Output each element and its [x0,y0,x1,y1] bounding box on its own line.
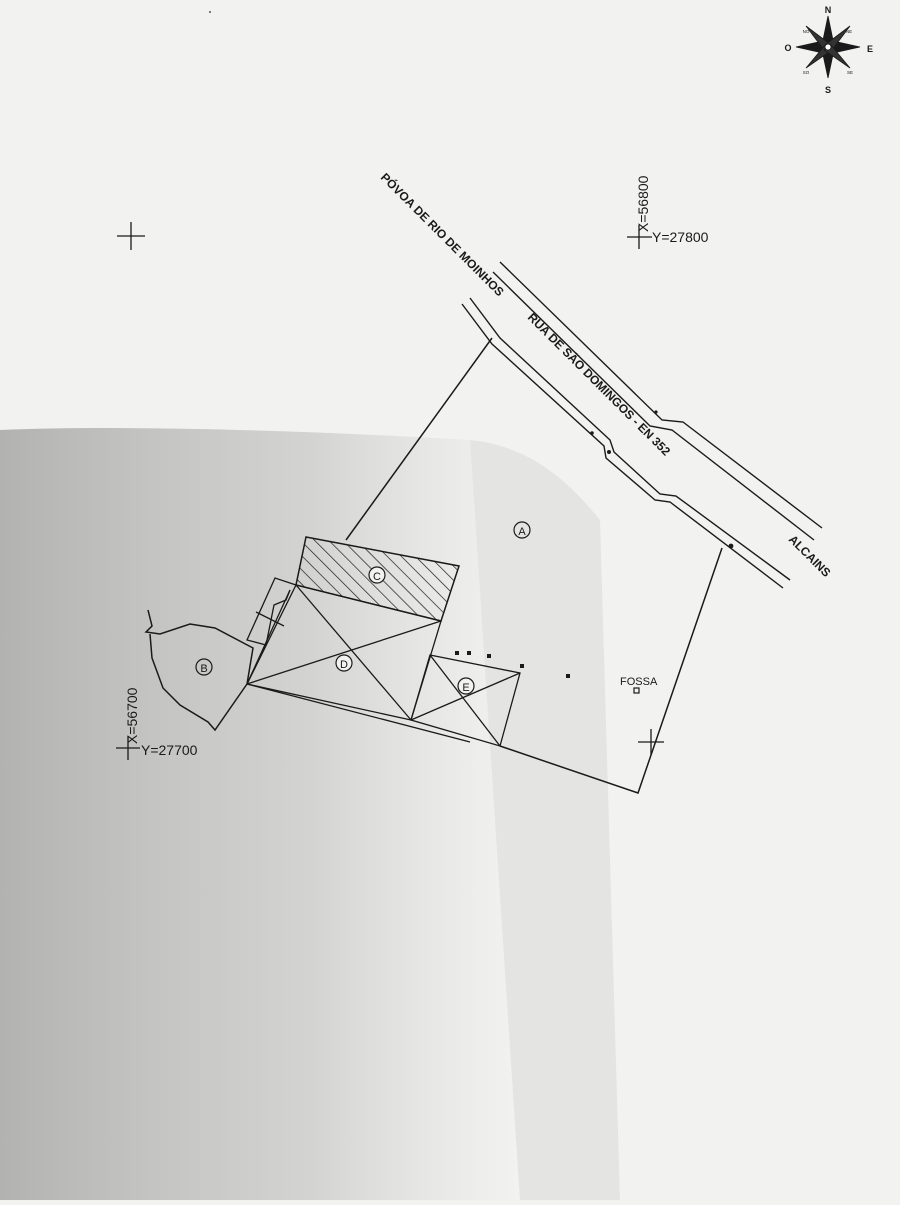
photo-shadow-edge [470,440,620,1200]
parcel-e-marker: E [457,677,475,695]
parcel-b-boundary [144,609,254,732]
parcel-b-label: B [200,663,207,675]
road-markers [590,410,734,549]
compass-o-label: O [784,43,791,53]
compass-no-label: NO [803,29,810,34]
grid-cross-top-icon [627,225,652,249]
compass-so-label: SO [803,70,810,75]
compass-ne-label: NE [846,29,852,34]
parcel-a-boundary [345,337,723,794]
fossa-label: FOSSA [620,676,658,688]
compass-e-label: E [867,44,873,54]
road-edges [461,261,823,589]
parcel-c-marker: C [368,566,386,584]
compass-se-label: SE [847,70,853,75]
parcel-a-label: A [518,526,526,538]
grid-cross-topleft-icon [117,222,145,250]
compass-n-label: N [825,5,832,15]
fossa-marker-icon [633,687,640,694]
coordinate-x-bottom-label: X=56700 [124,687,140,744]
coordinate-y-top-label: Y=27800 [652,229,709,245]
parcel-d-marker: D [335,654,353,672]
parcel-e-posts [455,651,570,678]
compass-rose-icon [795,15,861,79]
parcel-a-marker: A [513,521,531,539]
coordinate-y-bottom-label: Y=27700 [141,742,198,758]
grid-cross-bottom-icon [116,736,140,760]
paper-speck [209,11,211,13]
stepped-annex [246,577,297,685]
parcel-c-label: C [373,571,381,583]
compass-s-label: S [825,85,831,95]
coordinate-x-top-label: X=56800 [635,175,651,232]
parcel-e-structure [410,654,521,747]
parcel-e-label: E [462,682,469,694]
parcel-b-marker: B [195,658,213,676]
parcel-d-label: D [340,659,348,671]
grid-cross-right-icon [638,729,664,755]
photo-shadow [0,428,520,1201]
